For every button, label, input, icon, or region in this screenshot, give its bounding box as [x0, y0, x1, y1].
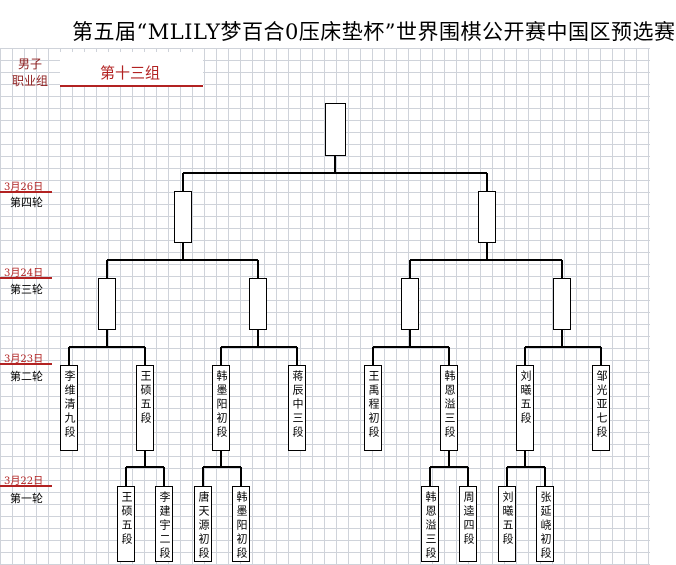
player-slot: 韩墨阳初段 — [212, 365, 230, 451]
semifinal-box — [174, 191, 192, 243]
round-date-line — [0, 363, 52, 365]
player-slot: 张延峣初段 — [536, 486, 554, 562]
player-slot: 刘曦五段 — [516, 365, 534, 451]
player-slot: 韩恩溢三段 — [421, 486, 439, 562]
round-date-line — [0, 191, 52, 193]
quarterfinal-box — [249, 278, 267, 330]
player-slot: 王硕五段 — [117, 486, 135, 562]
round-name: 第三轮 — [10, 283, 43, 296]
round-date: 3月26日 — [4, 182, 44, 193]
round-name: 第一轮 — [10, 492, 43, 505]
player-slot: 邹光亚七段 — [592, 365, 610, 451]
category-gender: 男子 — [17, 57, 42, 71]
semifinal-box — [478, 191, 496, 243]
quarterfinal-box — [553, 278, 571, 330]
round-date-line — [0, 485, 52, 487]
round-date: 3月22日 — [4, 476, 44, 487]
player-slot: 韩墨阳初段 — [232, 486, 250, 562]
round-name: 第二轮 — [10, 370, 43, 383]
round-name: 第四轮 — [10, 196, 43, 209]
group-box — [60, 52, 203, 86]
player-slot: 刘曦五段 — [498, 486, 516, 562]
category-label: 男子 职业组 — [6, 56, 54, 90]
player-slot: 蒋辰中三段 — [288, 365, 306, 451]
group-label: 第十三组 — [100, 64, 161, 82]
player-slot: 李维清九段 — [60, 365, 78, 451]
quarterfinal-box — [401, 278, 419, 330]
player-slot: 王硕五段 — [136, 365, 154, 451]
group-underline — [60, 85, 203, 87]
round-date: 3月24日 — [4, 268, 44, 279]
player-slot: 王禹程初段 — [364, 365, 382, 451]
player-slot: 韩恩溢三段 — [440, 365, 458, 451]
quarterfinal-box — [98, 278, 116, 330]
player-slot: 唐天源初段 — [194, 486, 212, 562]
bracket-lines — [68, 155, 602, 487]
title-area — [0, 0, 650, 48]
player-slot: 李建宇二段 — [155, 486, 173, 562]
round-date-line — [0, 277, 52, 279]
champion-box — [325, 103, 346, 156]
grid-sheet — [0, 0, 650, 565]
round-date: 3月23日 — [4, 354, 44, 365]
player-slot: 周逵四段 — [459, 486, 477, 562]
category-level: 职业组 — [11, 74, 48, 88]
page-title: 第五届“MLILY梦百合0压床垫杯”世界围棋公开赛中国区预选赛 — [72, 20, 676, 44]
